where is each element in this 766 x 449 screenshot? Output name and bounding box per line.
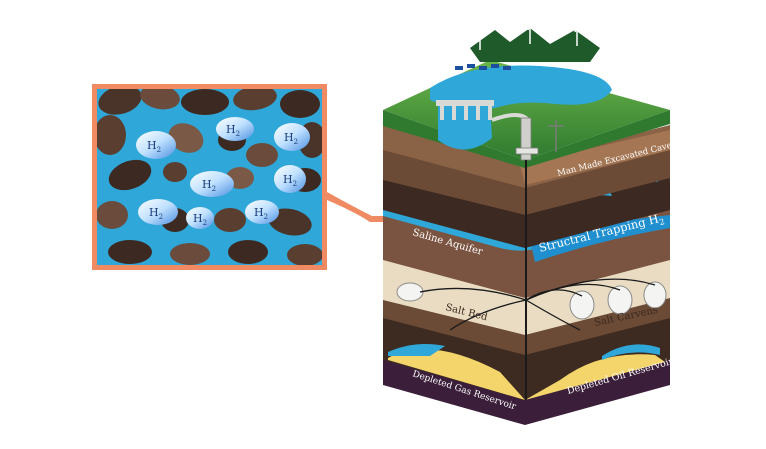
salt-cavern — [569, 290, 595, 320]
svg-text:H2: H2 — [283, 173, 297, 188]
depleted-gas-pocket — [388, 349, 525, 400]
upper-rock-layer — [383, 138, 670, 215]
depleted-oil-pocket — [525, 354, 665, 400]
h2-molecule: H2 — [138, 199, 178, 225]
h2-molecule: H2 — [190, 171, 234, 197]
lateral-pipes — [419, 278, 656, 331]
h2-molecule: H2 — [136, 131, 176, 159]
dam-top — [436, 100, 494, 106]
structural-trap-band — [530, 215, 670, 262]
solar-panels — [455, 64, 511, 70]
salt-cavern — [607, 285, 633, 315]
svg-text:H2: H2 — [226, 123, 240, 138]
wind-turbine-icon — [471, 7, 590, 50]
gas-water — [388, 344, 445, 356]
dam-pillars — [440, 106, 492, 120]
geologic-block: Man Made Excavated Caverns Structral Tra… — [383, 7, 686, 425]
h2-molecule: H2 — [245, 200, 279, 224]
h2-molecule: H2 — [274, 165, 306, 193]
oil-water — [602, 344, 660, 360]
dark-shale-layer — [383, 172, 670, 248]
svg-text:H2: H2 — [254, 206, 268, 221]
svg-text:H2: H2 — [149, 206, 163, 221]
svg-text:H2: H2 — [147, 139, 161, 154]
svg-text:H2: H2 — [193, 212, 207, 227]
excavated-cavern-layer — [520, 130, 670, 185]
h2-molecule: H2 — [216, 117, 254, 141]
well-rig-icon — [515, 117, 564, 161]
svg-text:H2: H2 — [284, 131, 298, 146]
rock-grains — [97, 89, 322, 265]
mountains — [470, 28, 600, 62]
h2-molecule: H2 — [274, 123, 310, 151]
surface-lake — [430, 65, 612, 109]
salt-cavern — [643, 281, 667, 309]
pore-inset: H2 H2 H2 H2 H2 H2 H2 H2 — [92, 84, 327, 270]
salt-cavern — [396, 282, 424, 302]
svg-text:H2: H2 — [202, 178, 216, 193]
h2-molecule: H2 — [186, 207, 214, 229]
